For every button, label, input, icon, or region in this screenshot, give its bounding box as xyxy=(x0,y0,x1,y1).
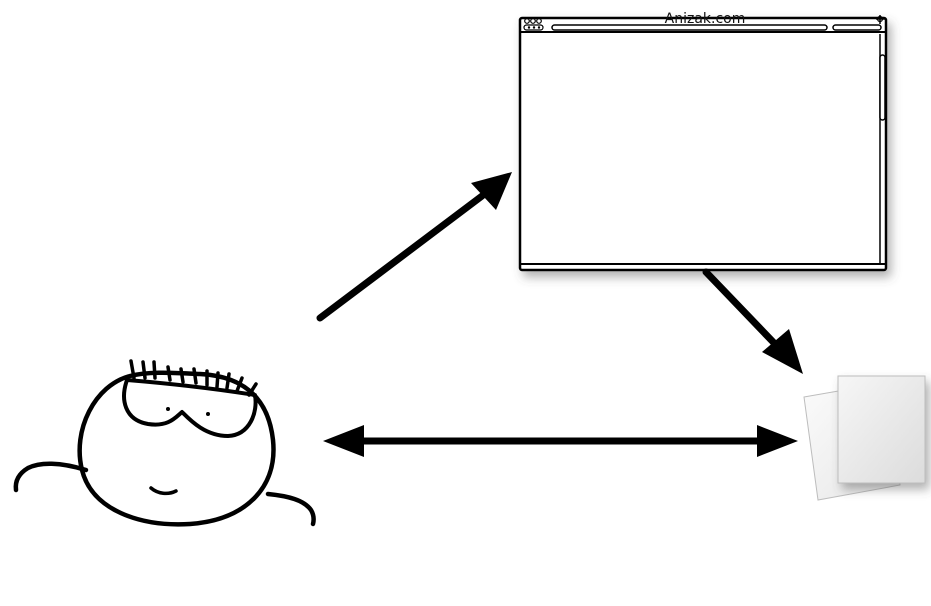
person-hair xyxy=(129,359,258,397)
arrow-person-to-browser xyxy=(316,172,512,322)
person-left-shoulder xyxy=(13,461,89,493)
browser-window-frame xyxy=(518,16,888,272)
document-front xyxy=(837,375,926,484)
browser-window: Anizak.com xyxy=(518,11,888,272)
person-glasses xyxy=(122,378,258,438)
person-right-eye xyxy=(206,412,210,416)
person-head xyxy=(77,370,276,527)
search-field[interactable] xyxy=(832,24,882,31)
person-left-eye xyxy=(166,407,170,411)
documents-stack-icon xyxy=(803,375,926,501)
menu-icon[interactable] xyxy=(876,15,885,24)
window-controls-icon[interactable] xyxy=(523,18,544,31)
browser-scrollbar[interactable] xyxy=(879,34,886,264)
person-right-shoulder xyxy=(265,491,316,527)
person-mouth xyxy=(149,486,178,496)
browser-title-bar: Anizak.com xyxy=(520,11,886,33)
user-sketch-icon xyxy=(13,359,316,527)
arrow-person-document-bidirectional xyxy=(323,425,798,457)
browser-title: Anizak.com xyxy=(665,11,746,27)
address-bar[interactable] xyxy=(551,24,828,31)
scrollbar-thumb[interactable] xyxy=(879,54,886,121)
arrow-browser-to-document xyxy=(702,268,803,374)
